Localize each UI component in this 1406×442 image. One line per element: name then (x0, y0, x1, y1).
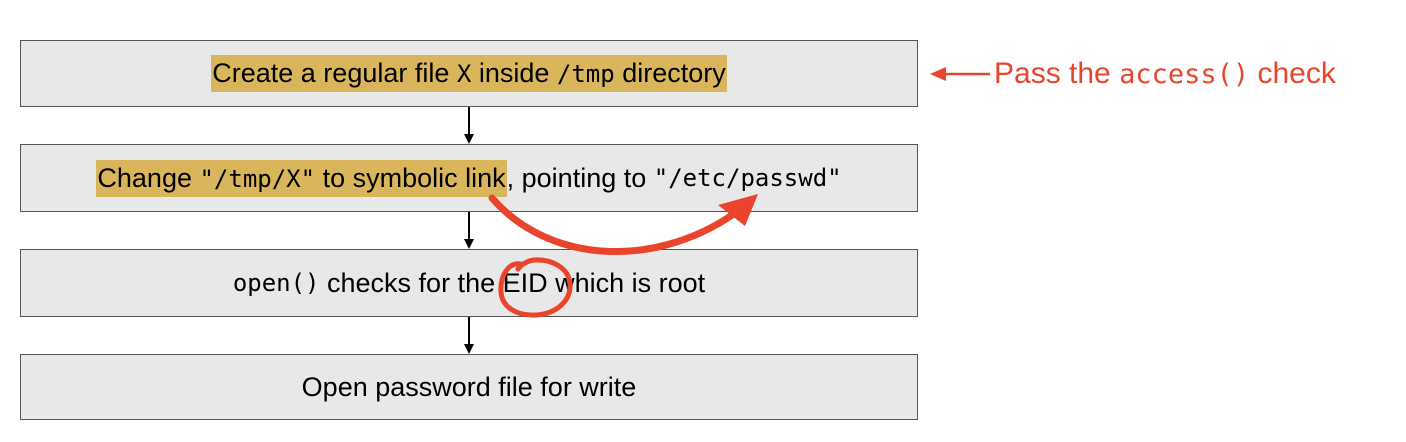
step-open-write-box: Open password file for write (20, 354, 918, 420)
eid-circle (498, 257, 573, 318)
symlink-curved-arrow (488, 194, 746, 255)
step-pointing-text: , pointing to (506, 162, 654, 193)
step-checks-text: checks for the (319, 267, 503, 298)
step-create-file-highlight: Create a regular file X inside /tmp dire… (211, 55, 727, 92)
step-change-text: Change (97, 162, 200, 193)
step-create-file-text-c: directory (614, 58, 726, 88)
passwd-path-code: "/etc/passwd" (653, 164, 842, 192)
step-change-symlink-highlight: Change "/tmp/X" to symbolic link (96, 159, 507, 197)
file-x-code: X (456, 60, 472, 88)
step-symlink-text: to symbolic link (315, 162, 506, 193)
annotation-text-after: check (1249, 57, 1336, 90)
annotation-text-before: Pass the (994, 57, 1120, 90)
step-open-check-box: open() checks for the EID which is root (20, 249, 918, 317)
open-call-code: open() (232, 269, 320, 297)
tmp-code: /tmp (556, 60, 615, 88)
symlink-curved-arrowhead (718, 194, 758, 226)
step-change-symlink-box: Change "/tmp/X" to symbolic link, pointi… (20, 144, 918, 212)
step-create-file-text-a: Create a regular file (212, 58, 457, 88)
step-create-file-box: Create a regular file X inside /tmp dire… (20, 40, 918, 107)
step-open-write-text: Open password file for write (301, 371, 637, 402)
access-check-annotation: Pass the access() check (994, 54, 1336, 94)
access-call-code: access() (1119, 58, 1250, 90)
annotation-pointer-arrowhead (930, 67, 946, 81)
step-create-file-text-b: inside (471, 58, 557, 88)
tmp-x-code: "/tmp/X" (199, 164, 316, 193)
eid-text: EID (502, 267, 548, 298)
